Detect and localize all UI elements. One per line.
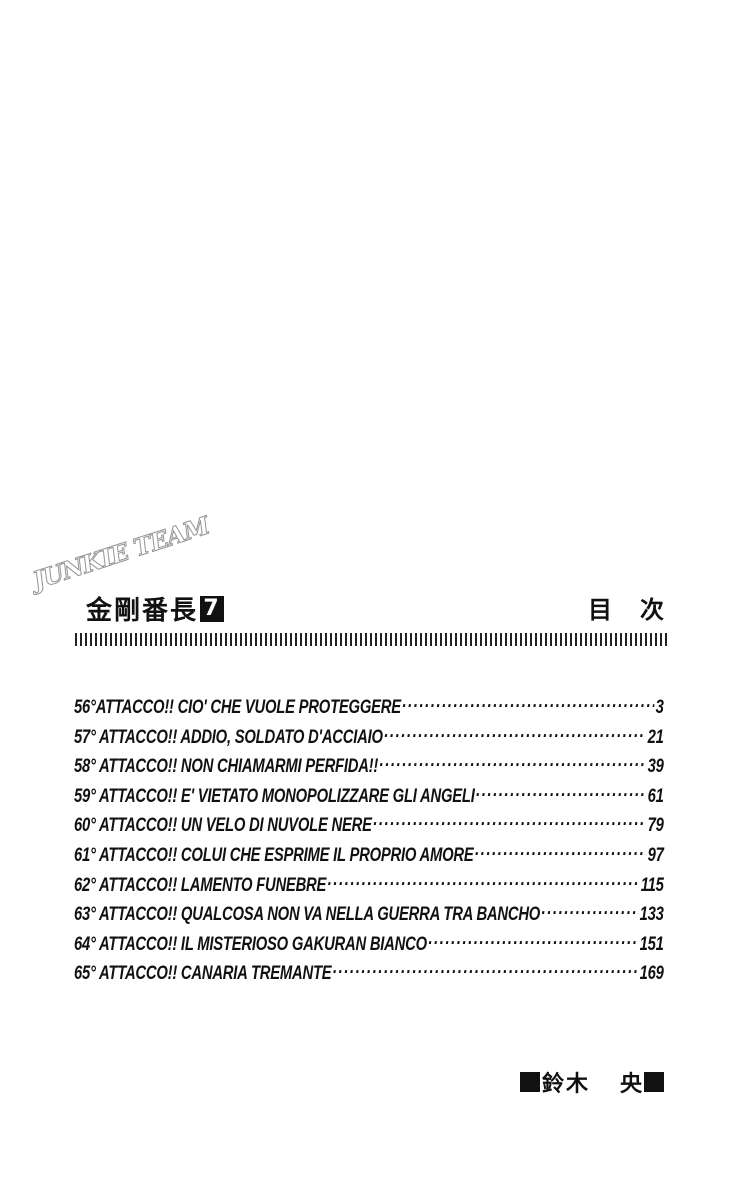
- dot-leader: [373, 812, 646, 831]
- toc-page-number: 3: [655, 697, 664, 718]
- toc-entry[interactable]: 58° ATTACCO!! NON CHIAMARMI PERFIDA!! 39: [74, 753, 664, 783]
- toc-chapter-title: 63° ATTACCO!! QUALCOSA NON VA NELLA GUER…: [74, 904, 541, 926]
- decorative-bar-divider: [75, 633, 669, 646]
- dot-leader: [384, 724, 646, 743]
- toc-page-number: 169: [639, 963, 664, 985]
- toc-entry[interactable]: 61° ATTACCO!! COLUI CHE ESPRIME IL PROPR…: [74, 842, 664, 872]
- author-credit: 鈴木 央: [519, 1066, 664, 1098]
- toc-entry[interactable]: 60° ATTACCO!! UN VELO DI NUVOLE NERE 79: [74, 812, 664, 842]
- toc-entry[interactable]: 59° ATTACCO!! E' VIETATO MONOPOLIZZARE G…: [74, 783, 664, 813]
- toc-entry[interactable]: 65° ATTACCO!! CANARIA TREMANTE 169: [74, 960, 664, 990]
- series-title-text: 金剛番長: [86, 596, 199, 626]
- dot-leader: [333, 960, 638, 979]
- toc-chapter-title: 65° ATTACCO!! CANARIA TREMANTE: [74, 963, 332, 985]
- author-family-name: 鈴木: [541, 1072, 590, 1097]
- toc-page-number: 133: [639, 904, 664, 926]
- toc-page-number: 21: [647, 726, 664, 748]
- toc-page-number: 151: [639, 933, 664, 955]
- toc-entry[interactable]: 63° ATTACCO!! QUALCOSA NON VA NELLA GUER…: [74, 901, 664, 931]
- volume-number-badge: 7: [200, 595, 225, 622]
- black-square-icon: [644, 1072, 664, 1092]
- series-title: 金剛番長 7: [86, 590, 225, 627]
- toc-chapter-title: 64° ATTACCO!! IL MISTERIOSO GAKURAN BIAN…: [74, 933, 427, 955]
- toc-page-number: 115: [640, 874, 664, 896]
- dot-leader: [380, 753, 646, 772]
- toc-heading: 目次: [588, 596, 692, 624]
- black-square-icon: [519, 1072, 540, 1092]
- toc-chapter-title: 56°ATTACCO!! CIO' CHE VUOLE PROTEGGERE: [74, 697, 401, 718]
- toc-chapter-title: 57° ATTACCO!! ADDIO, SOLDATO D'ACCIAIO: [74, 726, 383, 748]
- toc-page-number: 97: [647, 844, 664, 866]
- toc-entry[interactable]: 62° ATTACCO!! LAMENTO FUNEBRE 115: [74, 872, 664, 902]
- toc-page-number: 39: [647, 756, 664, 778]
- toc-chapter-title: 62° ATTACCO!! LAMENTO FUNEBRE: [74, 874, 327, 896]
- dot-leader: [428, 931, 638, 950]
- toc-entry[interactable]: 64° ATTACCO!! IL MISTERIOSO GAKURAN BIAN…: [74, 931, 664, 961]
- dot-leader: [476, 783, 646, 802]
- toc-page-number: 61: [647, 785, 664, 807]
- toc-chapter-title: 61° ATTACCO!! COLUI CHE ESPRIME IL PROPR…: [74, 844, 474, 866]
- table-of-contents: 56°ATTACCO!! CIO' CHE VUOLE PROTEGGERE 3…: [74, 694, 664, 990]
- toc-entry[interactable]: 56°ATTACCO!! CIO' CHE VUOLE PROTEGGERE 3: [74, 694, 664, 724]
- dot-leader: [328, 872, 639, 891]
- toc-chapter-title: 58° ATTACCO!! NON CHIAMARMI PERFIDA!!: [74, 756, 379, 778]
- toc-entry[interactable]: 57° ATTACCO!! ADDIO, SOLDATO D'ACCIAIO 2…: [74, 724, 664, 754]
- toc-chapter-title: 59° ATTACCO!! E' VIETATO MONOPOLIZZARE G…: [74, 785, 475, 807]
- dot-leader: [402, 694, 654, 713]
- author-given-name: 央: [619, 1072, 642, 1097]
- scanlator-watermark: JUNKIE TEAM: [29, 510, 213, 595]
- dot-leader: [542, 901, 638, 920]
- dot-leader: [475, 842, 646, 861]
- toc-page-number: 79: [647, 815, 664, 837]
- toc-chapter-title: 60° ATTACCO!! UN VELO DI NUVOLE NERE: [74, 815, 372, 837]
